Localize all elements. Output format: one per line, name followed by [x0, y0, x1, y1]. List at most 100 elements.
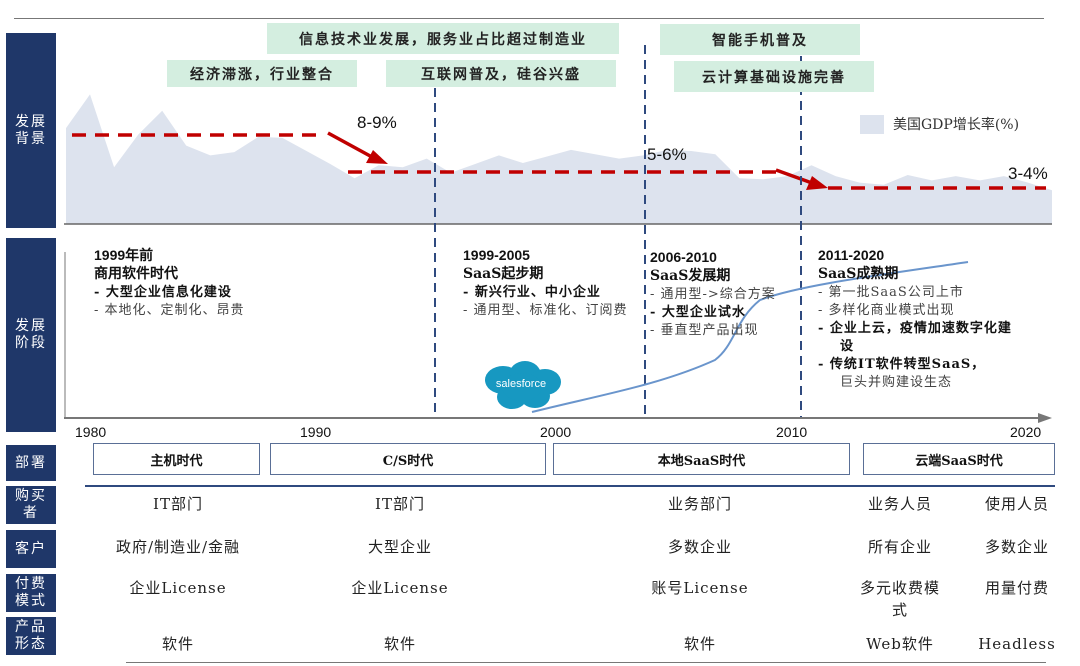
growth-label-3-4: 3-4%	[1008, 164, 1048, 183]
legend-label: 美国GDP增长率(%)	[893, 117, 1020, 133]
stage-period: 1999年前	[94, 247, 154, 263]
note-it-services-text: 信息技术业发展，服务业占比超过制造业	[299, 31, 587, 48]
stage-name: 商用软件时代	[94, 266, 178, 282]
stage-name: SaaS成熟期	[818, 266, 899, 282]
table-cell-customer: 大型企业	[367, 538, 432, 556]
decline-arrow-2	[775, 168, 813, 185]
table-cell-buyer: IT部门	[153, 495, 203, 513]
table-cell-payment: 多元收费模式	[859, 579, 940, 619]
stage-name: SaaS起步期	[463, 266, 544, 282]
table-cell-buyer: IT部门	[375, 495, 425, 513]
stage-item: - 第一批SaaS公司上市	[818, 285, 964, 300]
stage-period: 1999-2005	[463, 247, 530, 263]
table-cell-buyer: 使用人员	[984, 495, 1049, 513]
table-cell-customer: 多数企业	[667, 538, 732, 556]
table-cell-customer: 政府/制造业/金融	[115, 538, 241, 556]
stage-item: - 多样化商业模式出现	[818, 303, 955, 318]
note-it-services: 信息技术业发展，服务业占比超过制造业	[267, 23, 619, 54]
side-label-customer-text: 客户	[15, 540, 47, 557]
era-underline	[85, 485, 1055, 487]
side-label-stage: 发展阶段	[6, 238, 56, 432]
side-label-background-text: 发展背景	[15, 113, 47, 147]
era-onprem-saas: 本地SaaS时代	[553, 443, 850, 475]
timeline-arrow-head	[1038, 413, 1052, 423]
note-smartphone-text: 智能手机普及	[712, 32, 808, 49]
era-cloud-saas-text: 云端SaaS时代	[915, 453, 1003, 469]
year-tick-1980: 1980	[75, 424, 107, 440]
note-stagflation: 经济滞涨，行业整合	[167, 60, 357, 87]
stage-item: - 通用型->综合方案	[650, 287, 776, 302]
era-cloud-saas: 云端SaaS时代	[863, 443, 1055, 475]
decline-arrow-2-head	[806, 176, 828, 190]
side-label-background: 发展背景	[6, 33, 56, 228]
table-cell-product: Web软件	[866, 635, 934, 653]
stage-item: - 大型企业信息化建设	[94, 285, 232, 300]
decline-arrow-1-head	[366, 150, 388, 164]
side-label-buyer: 购买者	[6, 486, 56, 524]
year-tick-2000: 2000	[540, 424, 572, 440]
note-stagflation-text: 经济滞涨，行业整合	[190, 66, 334, 83]
table-cell-buyer: 业务人员	[867, 495, 932, 513]
era-mainframe: 主机时代	[93, 443, 260, 475]
side-label-product-text: 产品形态	[15, 619, 47, 652]
stage-item: - 垂直型产品出现	[650, 323, 759, 338]
salesforce-logo	[485, 361, 561, 409]
era-onprem-saas-text: 本地SaaS时代	[657, 453, 746, 469]
gdp-area	[66, 94, 1052, 225]
side-label-payment-text: 付费模式	[15, 576, 47, 609]
growth-label-8-9: 8-9%	[357, 113, 397, 132]
side-label-product: 产品形态	[6, 617, 56, 655]
stage-item: - 通用型、标准化、订阅费	[463, 303, 628, 318]
year-tick-1990: 1990	[300, 424, 332, 440]
era-client-server-text: C/S时代	[382, 453, 434, 469]
legend: 美国GDP增长率(%)	[860, 114, 1019, 134]
side-label-deployment-text: 部署	[15, 454, 47, 471]
era-mainframe-text: 主机时代	[150, 453, 203, 469]
growth-label-5-6: 5-6%	[647, 145, 687, 164]
note-internet: 互联网普及，硅谷兴盛	[386, 60, 616, 87]
table-cell-buyer: 业务部门	[667, 495, 732, 513]
era-client-server: C/S时代	[270, 443, 546, 475]
stage-name: SaaS发展期	[650, 268, 731, 284]
stage-item: - 新兴行业、中小企业	[463, 285, 601, 300]
side-label-customer: 客户	[6, 530, 56, 568]
note-cloud-infra-text: 云计算基础设施完善	[702, 69, 846, 86]
table-cell-product: 软件	[683, 635, 716, 653]
legend-swatch	[860, 114, 884, 134]
stage-item: - 大型企业试水	[650, 305, 746, 320]
stage-2006-2010: 2006-2010 SaaS发展期 - 通用型->综合方案 - 大型企业试水 -…	[650, 248, 800, 340]
table-cell-product: 软件	[161, 635, 194, 653]
table-cell-customer: 多数企业	[984, 538, 1049, 556]
table-cell-payment: 企业License	[129, 579, 227, 597]
side-label-deployment: 部署	[6, 445, 56, 481]
stage-1999-2005: 1999-2005 SaaS起步期 - 新兴行业、中小企业 - 通用型、标准化、…	[463, 246, 641, 320]
side-label-payment: 付费模式	[6, 574, 56, 612]
stage-period: 2011-2020	[818, 247, 885, 263]
side-label-stage-text: 发展阶段	[15, 318, 47, 351]
saas-adoption-curve	[531, 261, 969, 413]
table-cell-payment: 用量付费	[984, 579, 1049, 597]
top-rule	[14, 18, 1044, 19]
stage-item: - 企业上云，疫情加速数字化建设	[818, 321, 1012, 354]
bottom-rule	[126, 662, 1046, 663]
stage-item: - 本地化、定制化、昂贵	[94, 303, 245, 318]
table-cell-product: Headless	[978, 635, 1056, 653]
year-tick-2010: 2010	[776, 424, 808, 440]
stage-2011-2020: 2011-2020 SaaS成熟期 - 第一批SaaS公司上市 - 多样化商业模…	[818, 246, 1018, 392]
stage-pre-1999: 1999年前 商用软件时代 - 大型企业信息化建设 - 本地化、定制化、昂贵	[94, 246, 334, 320]
note-cloud-infra: 云计算基础设施完善	[674, 61, 874, 92]
decline-arrow-1	[327, 131, 373, 159]
salesforce-logo-text: salesforce	[495, 378, 547, 390]
stage-item: 巨头并购建设生态	[840, 375, 953, 390]
table-cell-payment: 账号License	[651, 579, 749, 597]
year-tick-2020: 2020	[1010, 424, 1042, 440]
stage-period: 2006-2010	[650, 249, 717, 265]
gdp-chart	[64, 45, 1052, 423]
note-smartphone: 智能手机普及	[660, 24, 860, 55]
side-label-buyer-text: 购买者	[15, 488, 47, 521]
table-cell-payment: 企业License	[351, 579, 449, 597]
table-cell-customer: 所有企业	[867, 538, 932, 556]
note-internet-text: 互联网普及，硅谷兴盛	[421, 66, 581, 83]
stage-item: - 传统IT软件转型SaaS，	[818, 357, 986, 372]
table-cell-product: 软件	[383, 635, 416, 653]
